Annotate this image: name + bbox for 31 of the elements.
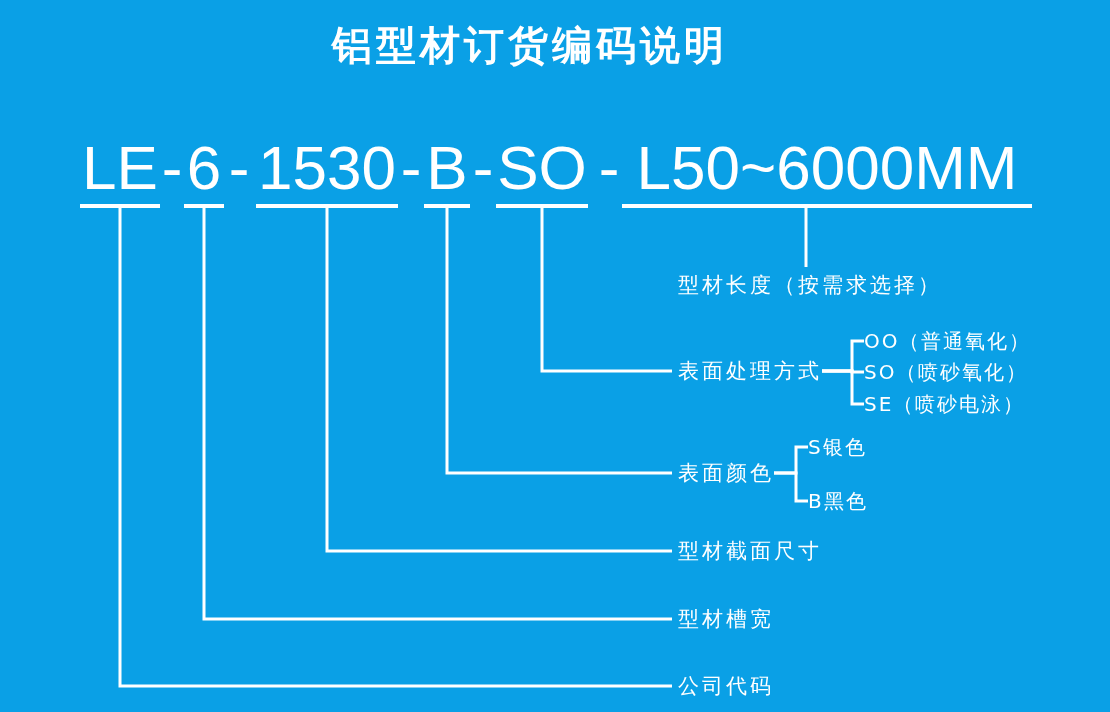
- option-label: OO（普通氧化）: [864, 328, 1032, 354]
- title: 铝型材订货编码说明: [330, 21, 729, 70]
- leader-line: [325, 208, 672, 553]
- option-label: B黑色: [808, 488, 868, 514]
- separator-dash: -: [472, 132, 494, 204]
- code-segment: 1530: [256, 132, 398, 208]
- code-segment: L50~6000MM: [622, 132, 1032, 208]
- code-segment: 6: [184, 132, 224, 208]
- description-label: 表面颜色: [678, 459, 774, 487]
- separator-dash: -: [400, 132, 422, 204]
- code-segment: B: [424, 132, 470, 208]
- bracket-line: [822, 369, 864, 406]
- description-label: 表面处理方式: [678, 357, 822, 385]
- separator-dash: -: [161, 132, 183, 204]
- leader-line: [540, 208, 672, 373]
- leader-line: [804, 208, 808, 267]
- description-label: 型材截面尺寸: [678, 537, 822, 565]
- code-segment: LE: [80, 132, 160, 208]
- separator-dash: -: [228, 132, 250, 204]
- bracket-line: [774, 471, 808, 503]
- code-segment: SO: [496, 132, 588, 208]
- option-label: S银色: [808, 434, 867, 460]
- description-label: 型材长度（按需求选择）: [678, 271, 942, 299]
- leader-line: [445, 208, 672, 475]
- leader-line: [202, 208, 672, 621]
- option-label: SO（喷砂氧化）: [864, 359, 1029, 385]
- description-label: 型材槽宽: [678, 605, 774, 633]
- description-label: 公司代码: [678, 672, 774, 700]
- option-label: SE（喷砂电泳）: [864, 391, 1026, 417]
- separator-dash: -: [598, 132, 620, 204]
- leader-line: [118, 208, 672, 688]
